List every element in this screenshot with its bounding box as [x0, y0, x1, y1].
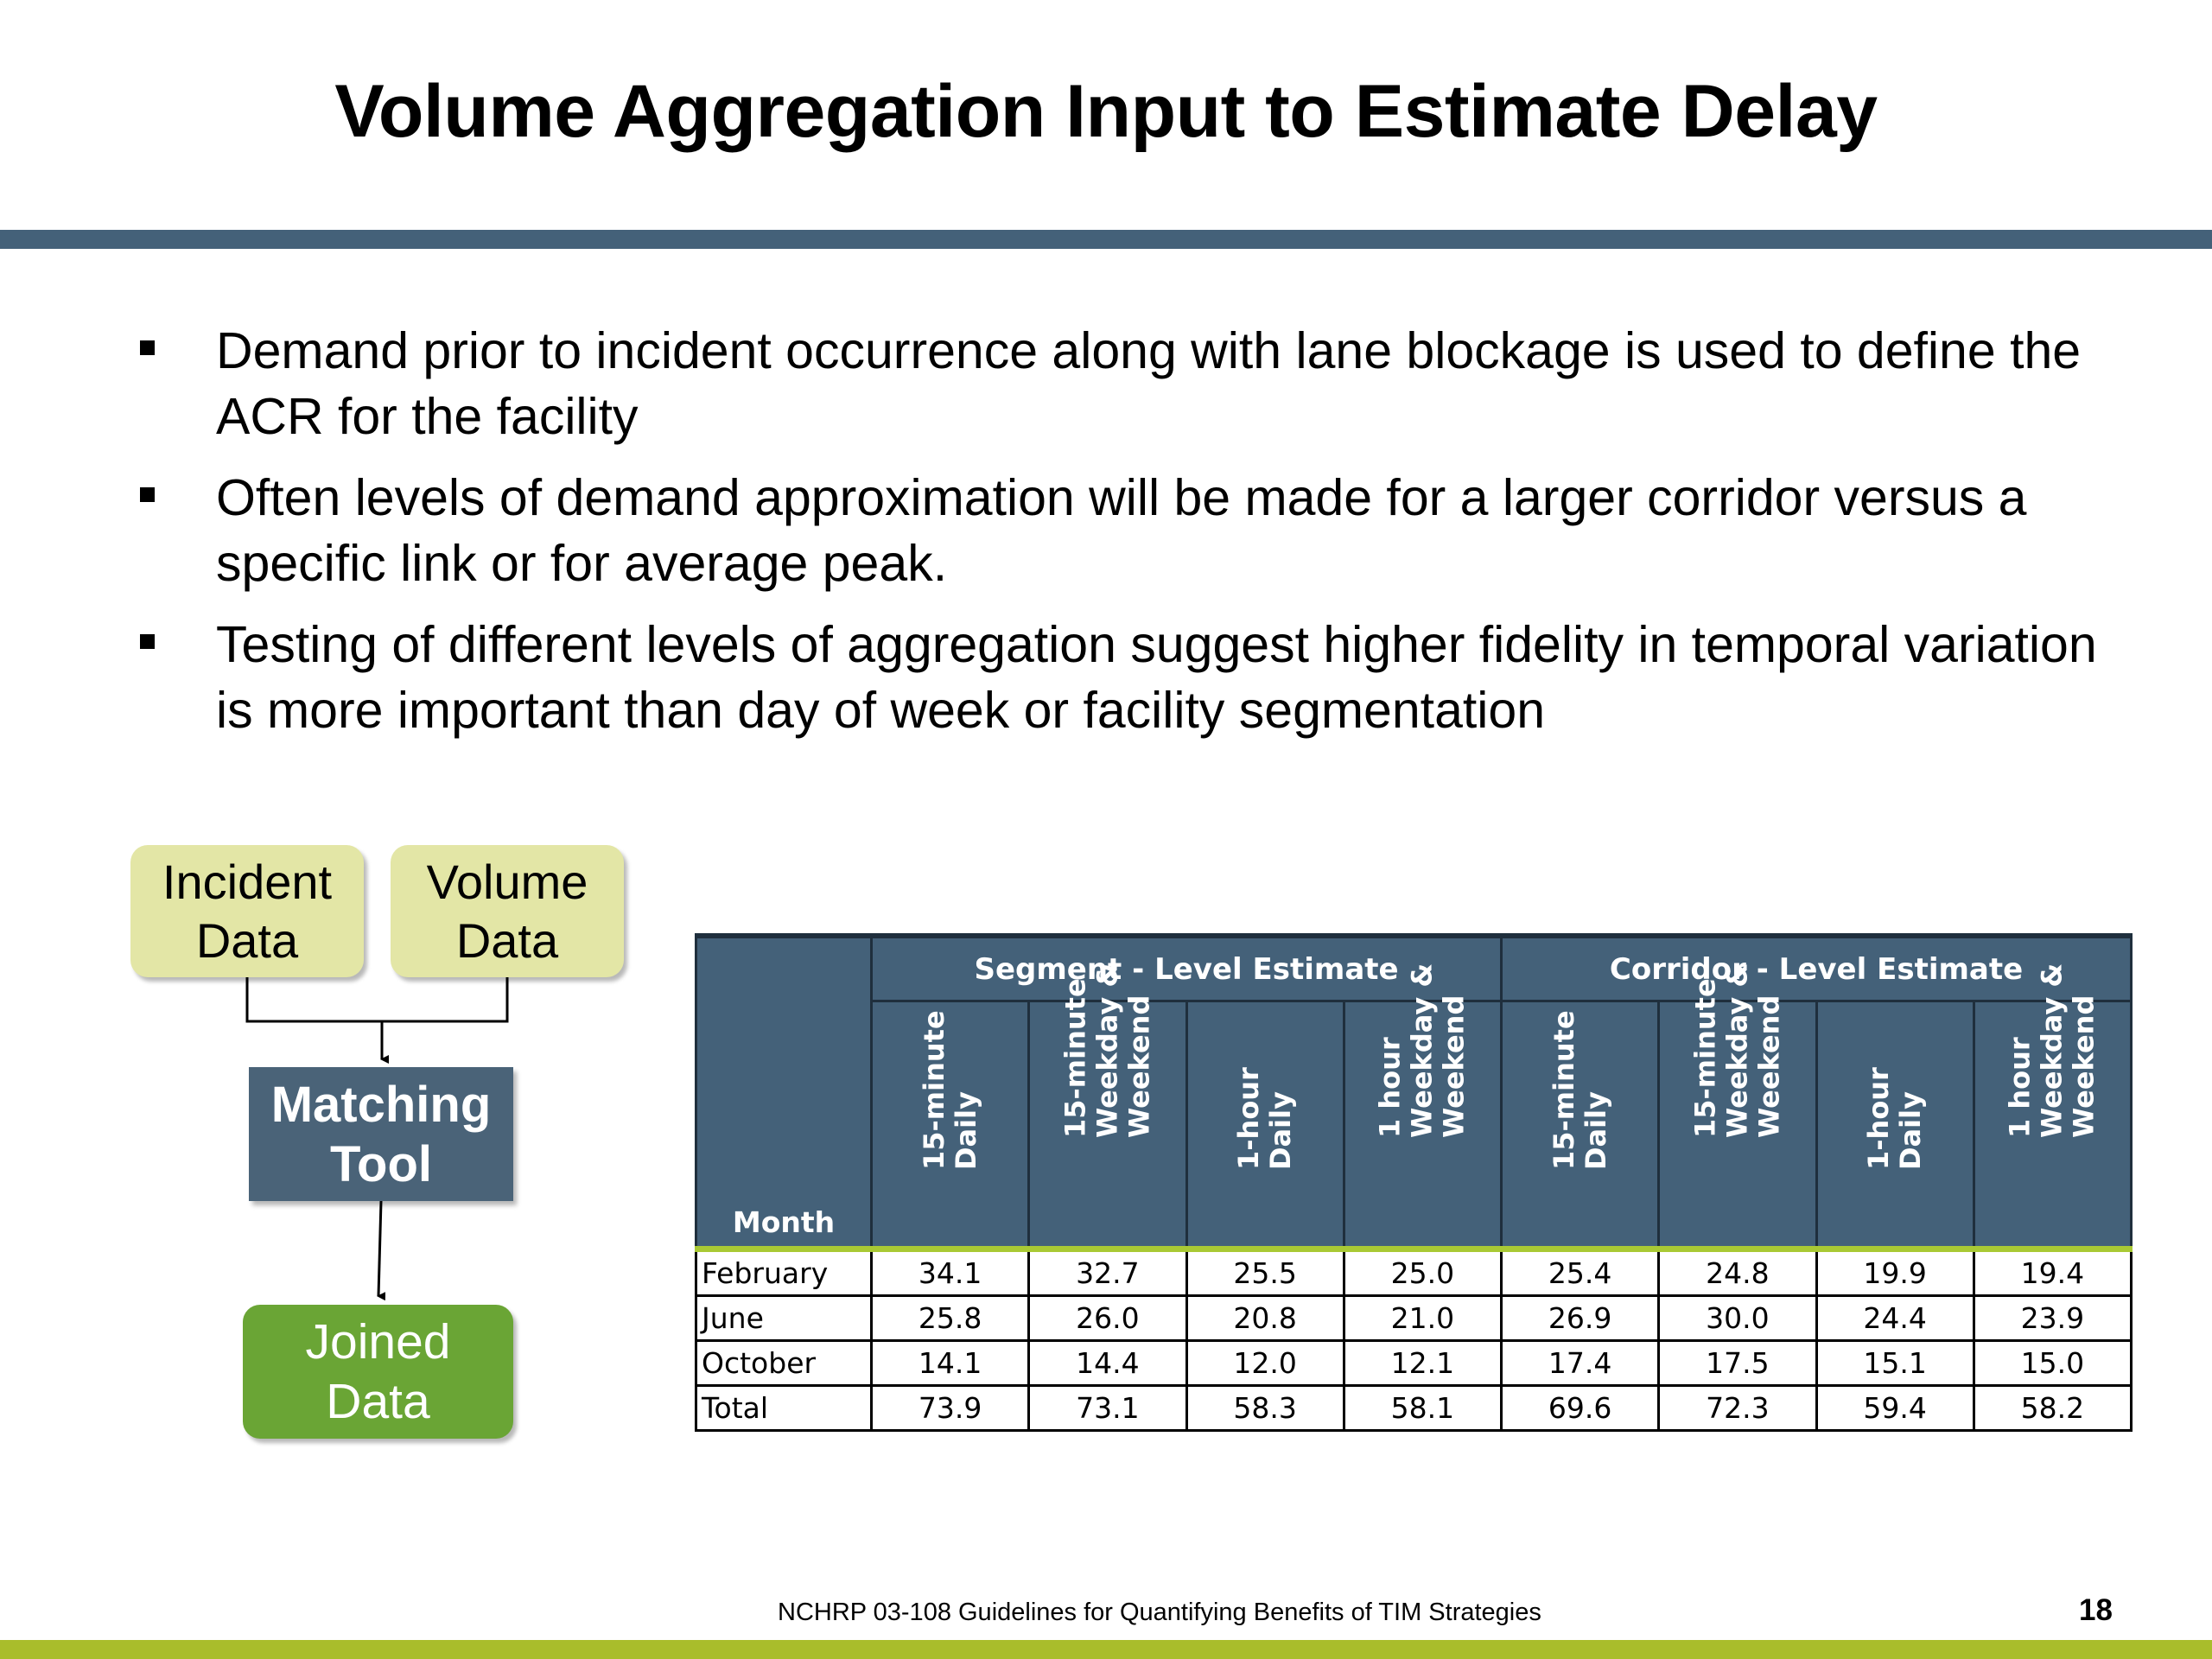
table-row: Total 73.9 73.1 58.3 58.1 69.6 72.3 59.4… — [695, 1384, 2133, 1432]
table-row: February 34.1 32.7 25.5 25.0 25.4 24.8 1… — [695, 1248, 2133, 1297]
value-cell: 32.7 — [1027, 1248, 1188, 1297]
joined-data-box: Joined Data — [243, 1305, 513, 1439]
bullet-item: Often levels of demand approximation wil… — [130, 465, 2117, 596]
page-number: 18 — [2079, 1593, 2113, 1627]
square-bullet-icon — [140, 634, 155, 649]
incident-data-box: Incident Data — [130, 845, 364, 977]
month-cell: Total — [695, 1384, 873, 1432]
value-cell: 26.9 — [1500, 1294, 1661, 1342]
month-cell: February — [695, 1248, 873, 1297]
bullet-text: Testing of different levels of aggregati… — [216, 616, 2097, 739]
slide-title: Volume Aggregation Input to Estimate Del… — [334, 70, 1878, 153]
volume-data-box: Volume Data — [391, 845, 624, 977]
corridor-level-header: Corridor - Level Estimate — [1500, 933, 2133, 1002]
title-divider — [0, 230, 2212, 249]
square-bullet-icon — [140, 487, 155, 502]
value-cell: 24.8 — [1657, 1248, 1818, 1297]
volume-data-label: Volume — [426, 854, 588, 909]
value-cell: 69.6 — [1500, 1384, 1661, 1432]
matching-tool-box: Matching Tool — [249, 1067, 513, 1201]
value-cell: 73.9 — [869, 1384, 1031, 1432]
value-cell: 14.4 — [1027, 1339, 1188, 1387]
value-cell: 58.2 — [1972, 1384, 2133, 1432]
value-cell: 23.9 — [1972, 1294, 2133, 1342]
value-cell: 30.0 — [1657, 1294, 1818, 1342]
value-cell: 25.5 — [1185, 1248, 1345, 1297]
table-row: October 14.1 14.4 12.0 12.1 17.4 17.5 15… — [695, 1339, 2133, 1387]
bullet-item: Demand prior to incident occurrence alon… — [130, 318, 2117, 449]
month-cell: June — [695, 1294, 873, 1342]
month-cell: October — [695, 1339, 873, 1387]
value-cell: 59.4 — [1815, 1384, 1975, 1432]
value-cell: 58.1 — [1342, 1384, 1503, 1432]
segment-level-header: Segment - Level Estimate — [869, 933, 1503, 1002]
value-cell: 58.3 — [1185, 1384, 1345, 1432]
bullet-item: Testing of different levels of aggregati… — [130, 612, 2117, 743]
incident-data-label: Data — [195, 912, 299, 968]
incident-data-label: Incident — [162, 854, 333, 909]
table-row: June 25.8 26.0 20.8 21.0 26.9 30.0 24.4 … — [695, 1294, 2133, 1342]
bullet-list: Demand prior to incident occurrence alon… — [130, 318, 2117, 759]
value-cell: 21.0 — [1342, 1294, 1503, 1342]
value-cell: 34.1 — [869, 1248, 1031, 1297]
matching-tool-label: Tool — [329, 1135, 433, 1192]
matching-tool-label: Matching — [270, 1076, 492, 1133]
value-cell: 72.3 — [1657, 1384, 1818, 1432]
square-bullet-icon — [140, 340, 155, 355]
value-cell: 12.0 — [1185, 1339, 1345, 1387]
value-cell: 17.5 — [1657, 1339, 1818, 1387]
value-cell: 17.4 — [1500, 1339, 1661, 1387]
value-cell: 73.1 — [1027, 1384, 1188, 1432]
merge-connector — [245, 977, 509, 1023]
bullet-text: Demand prior to incident occurrence alon… — [216, 322, 2082, 445]
value-cell: 24.4 — [1815, 1294, 1975, 1342]
value-cell: 26.0 — [1027, 1294, 1188, 1342]
value-cell: 25.4 — [1500, 1248, 1661, 1297]
value-cell: 25.8 — [869, 1294, 1031, 1342]
value-cell: 15.1 — [1815, 1339, 1975, 1387]
bottom-band — [0, 1640, 2212, 1659]
value-cell: 14.1 — [869, 1339, 1031, 1387]
value-cell: 25.0 — [1342, 1248, 1503, 1297]
volume-data-label: Data — [455, 912, 559, 968]
bullet-text: Often levels of demand approximation wil… — [216, 469, 2027, 592]
month-column-header: Month — [695, 933, 873, 1252]
value-cell: 20.8 — [1185, 1294, 1345, 1342]
value-cell: 19.4 — [1972, 1248, 2133, 1297]
joined-data-label: Joined — [305, 1313, 451, 1370]
value-cell: 19.9 — [1815, 1248, 1975, 1297]
arrow-to-joined-data — [377, 1200, 386, 1301]
delay-estimate-table: Month Segment - Level Estimate Corridor … — [695, 933, 2133, 1432]
value-cell: 15.0 — [1972, 1339, 2133, 1387]
footer-text: NCHRP 03-108 Guidelines for Quantifying … — [778, 1599, 1541, 1626]
joined-data-label: Data — [326, 1373, 430, 1429]
value-cell: 12.1 — [1342, 1339, 1503, 1387]
